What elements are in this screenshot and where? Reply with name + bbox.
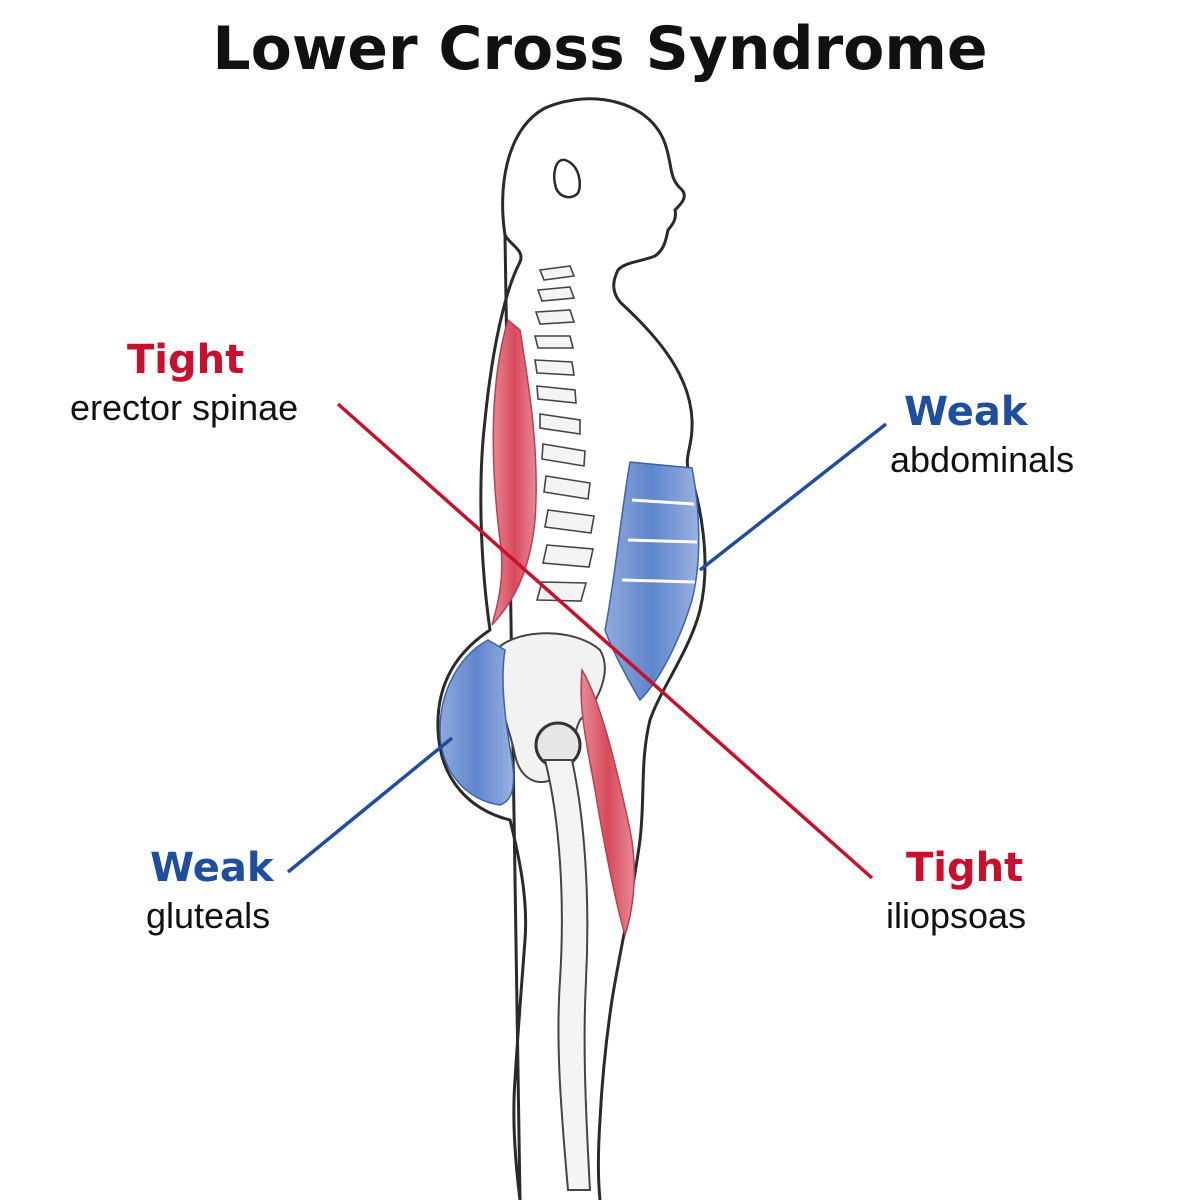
status-label: Weak (150, 848, 273, 888)
callout-gluteals: Weak gluteals (146, 848, 273, 934)
muscle-label: erector spinae (70, 390, 298, 426)
status-label: Weak (904, 392, 1074, 432)
weak-cross-line-upper (700, 424, 886, 570)
status-label: Tight (127, 340, 298, 380)
callout-erector-spinae: Tight erector spinae (70, 340, 298, 426)
muscle-label: gluteals (146, 898, 273, 934)
weak-cross-line-lower (288, 738, 452, 872)
diagram-title: Lower Cross Syndrome (0, 14, 1200, 84)
callout-abdominals: Weak abdominals (890, 392, 1074, 478)
status-label: Tight (906, 848, 1026, 888)
muscle-label: iliopsoas (886, 898, 1026, 934)
muscle-label: abdominals (890, 442, 1074, 478)
callout-iliopsoas: Tight iliopsoas (886, 848, 1026, 934)
